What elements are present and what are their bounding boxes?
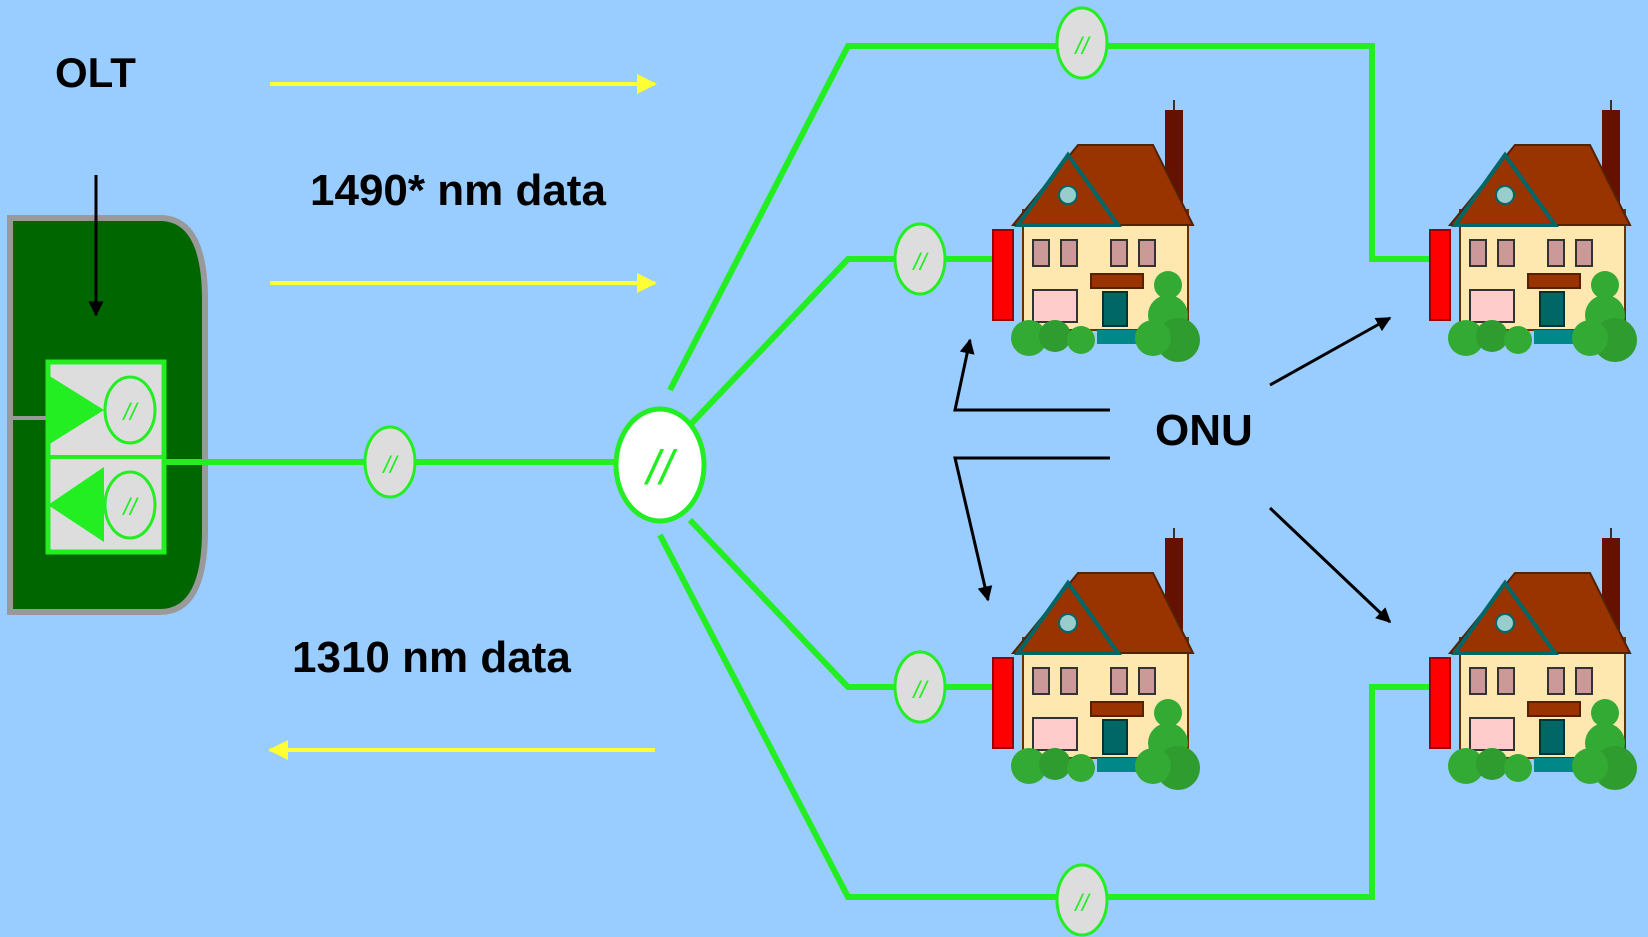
upstream-label: 1310 nm data xyxy=(292,633,571,682)
svg-text://: // xyxy=(1073,890,1091,917)
house-icon xyxy=(1428,98,1639,364)
connector-icon: // xyxy=(893,650,947,724)
olt-cabinet: // // xyxy=(7,215,208,615)
connector-icon: // xyxy=(1055,6,1109,80)
house-icon xyxy=(1428,526,1639,792)
house-icon xyxy=(991,526,1202,792)
drop-fiber xyxy=(667,43,1430,392)
connector-icon: // xyxy=(103,470,157,540)
drop-fiber xyxy=(657,533,1430,900)
connector-icon: // xyxy=(893,222,947,296)
svg-text://: // xyxy=(911,677,929,704)
drop-fiber xyxy=(687,517,995,690)
onu-pointer-arrow xyxy=(1268,506,1392,624)
onu-pointer-arrow xyxy=(1269,316,1392,387)
connector-icon: // xyxy=(363,425,417,499)
svg-text://: // xyxy=(121,494,139,521)
splitter-icon: // xyxy=(613,406,707,524)
receiver-triangle-icon xyxy=(48,467,104,542)
downstream-label: 1490* nm data xyxy=(310,166,606,215)
onu-pointer-arrow xyxy=(953,456,1110,602)
svg-text://: // xyxy=(121,399,139,426)
drop-fiber xyxy=(687,256,995,428)
connector-icon: // xyxy=(1055,863,1109,937)
svg-text://: // xyxy=(644,442,678,495)
onu-label: ONU xyxy=(1155,406,1253,455)
svg-text://: // xyxy=(911,249,929,276)
connector-icon: // xyxy=(103,375,157,445)
svg-text://: // xyxy=(381,452,399,479)
svg-text://: // xyxy=(1073,33,1091,60)
house-icon xyxy=(991,98,1202,364)
transmitter-triangle-icon xyxy=(48,375,104,445)
onu-pointer-arrow xyxy=(953,338,1110,412)
olt-label: OLT xyxy=(55,49,136,96)
